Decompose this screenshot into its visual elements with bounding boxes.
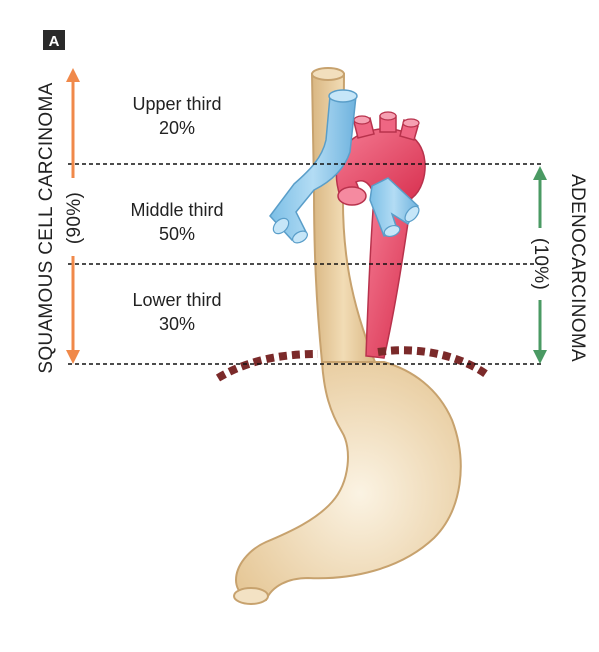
diaphragm-right [377,346,489,378]
adeno-label: ADENOCARCINOMA [567,174,588,362]
squamous-percent: (90%) [64,192,85,244]
pylorus [233,587,269,605]
esophagus-top [311,67,345,81]
aortic-branch-3-top [402,118,420,128]
squamous-arrow-up-icon [66,68,80,82]
aortic-branch-1-top [353,115,371,125]
aorta-opening [337,186,367,206]
middle-third-label: Middle third [130,200,223,220]
lower-third-percent: 30% [159,314,195,334]
adeno-extent-arrow [533,166,547,364]
squamous-extent-arrow [66,68,80,364]
pulmonary-vessel-end [404,205,420,223]
panel-badge: A [43,30,65,50]
upper-third-label: Upper third [132,94,221,114]
adeno-arrow-up-icon [533,166,547,180]
descending-aorta [365,195,413,359]
diaphragm-left [215,350,319,382]
vena-cava-top [328,89,358,103]
panel-badge-letter: A [49,33,60,50]
vena-cava-left-end-2 [292,230,308,244]
lower-third-label: Lower third [132,290,221,310]
pulmonary-vessel-end-2 [383,224,401,238]
adeno-percent: (10%) [530,238,551,290]
vena-cava-left-end [272,217,290,235]
squamous-label: SQUAMOUS CELL CARCINOMA [36,82,57,373]
adeno-arrow-down-icon [533,350,547,364]
pulmonary-vessel [369,177,419,237]
squamous-arrow-down-icon [66,350,80,364]
panel-badge-box [43,30,65,50]
stomach [234,361,462,602]
middle-third-percent: 50% [159,224,195,244]
upper-third-percent: 20% [159,118,195,138]
aortic-branch-2-top [379,111,397,121]
